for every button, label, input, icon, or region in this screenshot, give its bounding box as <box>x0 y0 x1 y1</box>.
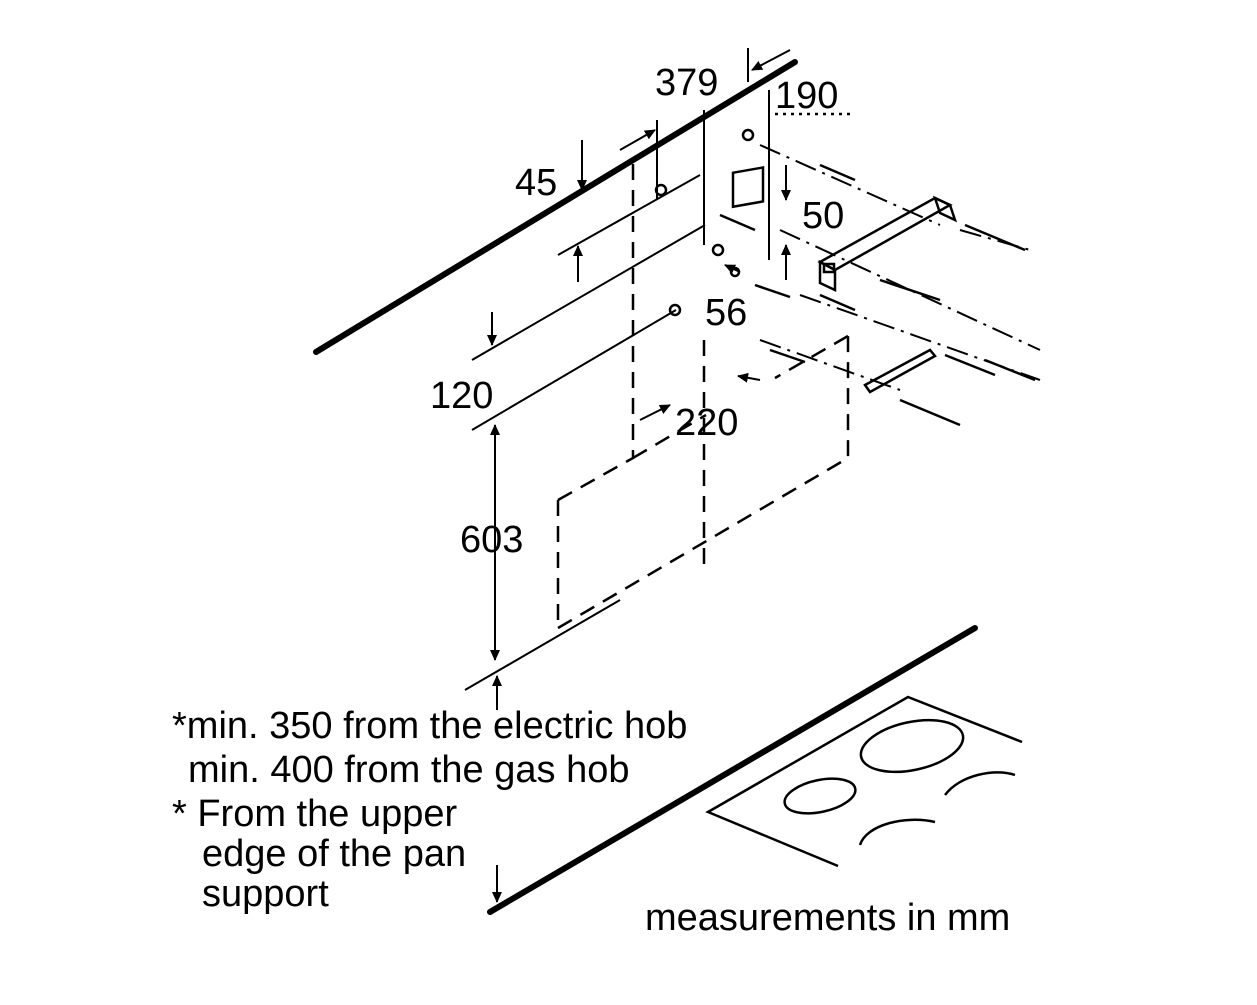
dim-line-603-bottom <box>464 599 621 691</box>
hood-outline <box>556 160 850 630</box>
screws <box>879 223 1036 427</box>
arrow-379-right <box>751 49 791 71</box>
dim-label-220: 220 <box>675 402 738 444</box>
cable-outlet <box>731 165 765 209</box>
note-line-5: support <box>202 873 329 915</box>
wall-edge-line <box>313 59 798 355</box>
dim-label-379: 379 <box>655 62 718 104</box>
note-line-2: min. 400 from the gas hob <box>188 749 629 791</box>
dim-label-56: 56 <box>705 292 747 334</box>
arrow-220 <box>639 404 671 421</box>
hob-edge-line <box>487 625 978 915</box>
note-line-1: *min. 350 from the electric hob <box>172 705 687 747</box>
arrow-379-left <box>619 129 656 151</box>
mounting-holes <box>654 128 755 317</box>
dim-label-603: 603 <box>460 519 523 561</box>
dim-label-50: 50 <box>802 195 844 237</box>
dim-label-120: 120 <box>430 375 493 417</box>
wall-plugs <box>719 163 856 364</box>
dim-line-lower <box>471 309 677 431</box>
arrow-220-right <box>737 372 761 383</box>
dim-line-120 <box>471 224 706 361</box>
note-line-4: edge of the pan <box>202 833 466 875</box>
installation-axis-lines <box>759 144 1041 391</box>
dim-label-190: 190 <box>775 75 838 117</box>
units-label: measurements in mm <box>645 897 1010 939</box>
dim-line-45 <box>557 174 701 256</box>
dim-label-45: 45 <box>515 162 557 204</box>
note-line-3: * From the upper <box>172 793 457 835</box>
hob <box>705 695 1023 868</box>
upper-bracket <box>817 195 958 292</box>
lower-bracket <box>863 348 937 394</box>
